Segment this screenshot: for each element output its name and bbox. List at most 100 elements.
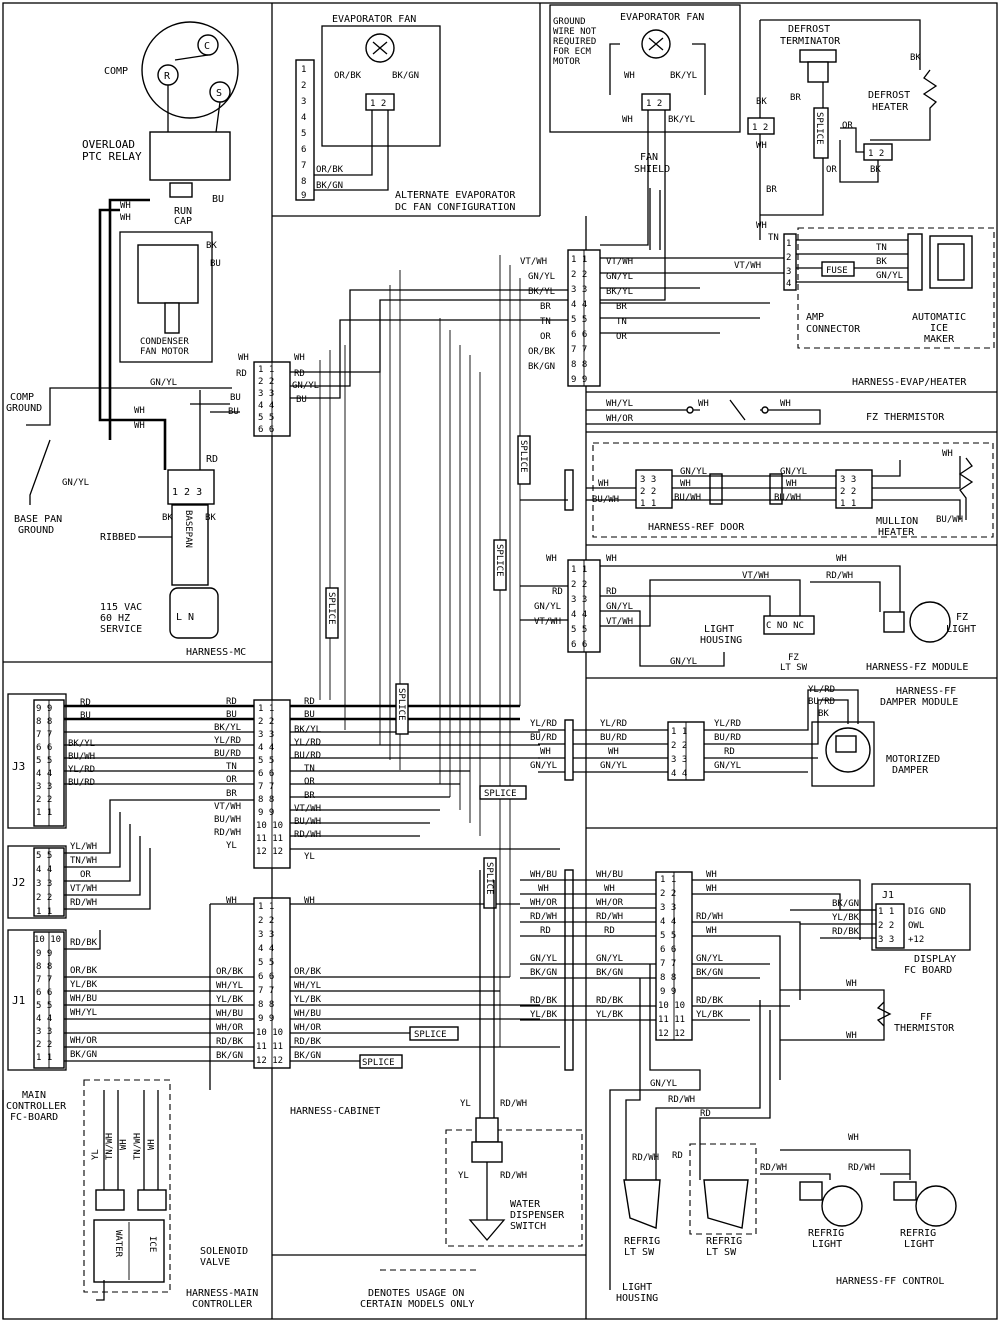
- wire-label: YL: [91, 1149, 101, 1160]
- ref-door-harness: 3 3 2 2 1 1 3 3 2 2 1 1 WH BU/WH GN/YL W…: [586, 442, 994, 538]
- svg-text:12 12: 12 12: [256, 1056, 283, 1066]
- wire-label: WH: [786, 479, 797, 489]
- run-cap-label-2: CAP: [174, 216, 192, 227]
- wire-label: WH: [134, 406, 145, 416]
- wire-label: BK/YL: [670, 71, 697, 81]
- svg-text:2 2: 2 2: [671, 741, 687, 751]
- wire-label: WH: [546, 554, 557, 564]
- svg-text:6 6: 6 6: [660, 945, 676, 955]
- wire-label: BU/WH: [294, 817, 321, 827]
- svg-text:C: C: [204, 41, 210, 52]
- fz-module-label: HARNESS-FZ MODULE: [866, 662, 968, 673]
- defrost-term-label-2: TERMINATOR: [780, 36, 841, 47]
- water-dispenser: YL RD/WH YL RD/WH WATER DISPENSER SWITCH: [445, 870, 583, 1247]
- wire-label: GN/YL: [600, 761, 627, 771]
- main-ctrl-label-2: CONTROLLER: [6, 1101, 67, 1112]
- wire-label: BR: [226, 789, 237, 799]
- svg-text:12 12: 12 12: [658, 1029, 685, 1039]
- wire-label: RD/WH: [530, 912, 557, 922]
- wire-label: GN/YL: [150, 378, 177, 388]
- svg-text:6 6: 6 6: [36, 988, 52, 998]
- wire-label: WH: [120, 201, 131, 211]
- svg-text:1 1: 1 1: [878, 907, 894, 917]
- fz-light-label-1: FZ: [956, 612, 968, 623]
- svg-text:1 1: 1 1: [36, 907, 52, 917]
- svg-text:8 8: 8 8: [258, 795, 274, 805]
- wire-label: YL/BK: [596, 1010, 624, 1020]
- wire-label: RD/WH: [214, 828, 241, 838]
- wire-label: TN: [304, 764, 315, 774]
- svg-text:3 3: 3 3: [571, 285, 587, 295]
- splice-label: SPLICE: [362, 1058, 395, 1068]
- svg-text:2: 2: [786, 253, 791, 263]
- wire-label: YL/BK: [70, 980, 98, 990]
- wire-label: WH: [119, 1139, 129, 1150]
- service-label-1: 115 VAC: [100, 602, 142, 613]
- evap-fan2-label: EVAPORATOR FAN: [620, 12, 704, 23]
- wire-label: YL/BK: [530, 1010, 558, 1020]
- fan-shield-label-1: FAN: [640, 152, 658, 163]
- wire-label: VT/WH: [294, 804, 321, 814]
- wire-label: BU/WH: [592, 495, 619, 505]
- wire-label: VT/WH: [606, 617, 633, 627]
- wire-label: VT/WH: [214, 802, 241, 812]
- svg-text:6: 6: [301, 145, 306, 155]
- note-line: GROUND: [553, 17, 586, 27]
- main-harness-label-2: CONTROLLER: [192, 1299, 253, 1310]
- wire-label: WH/OR: [294, 1023, 322, 1033]
- evap-9pin-connector: 1 1 2 2 3 3 4 4 5 5 6 6 7 7 8 8 9 9 VT/W…: [520, 249, 784, 387]
- svg-text:5 5: 5 5: [571, 625, 587, 635]
- wire-label: BR: [540, 302, 551, 312]
- svg-text:1: 1: [786, 239, 791, 249]
- svg-text:2 2: 2 2: [571, 580, 587, 590]
- ice-label-1: AUTOMATIC: [912, 312, 966, 323]
- mullion-label-1: MULLION: [876, 516, 918, 527]
- svg-text:1 2: 1 2: [752, 123, 768, 133]
- svg-text:9 9: 9 9: [258, 1014, 274, 1024]
- wire-label: RD/BK: [696, 996, 724, 1006]
- wire-label: WH/YL: [70, 1008, 97, 1018]
- wire-label: WH: [698, 399, 709, 409]
- wire-label: WH: [680, 479, 691, 489]
- wire-label: WH/OR: [70, 1036, 98, 1046]
- compressor-group: R C S COMP OVERLOAD PTC RELAY RUN CAP BU…: [6, 21, 246, 658]
- svg-text:6 6: 6 6: [571, 330, 587, 340]
- cnonc-label: C NO NC: [766, 621, 804, 631]
- wire-label: WH: [780, 399, 791, 409]
- condenser-label-2: FAN MOTOR: [140, 347, 189, 357]
- wire-label: WH: [846, 1031, 857, 1041]
- j3-label: J3: [12, 760, 25, 773]
- display-j1-label: J1: [882, 890, 894, 901]
- wire-label: BK/GN: [316, 181, 343, 191]
- wire-label: BR: [790, 93, 801, 103]
- svg-text:5 5: 5 5: [36, 756, 52, 766]
- wire-label: VT/WH: [606, 257, 633, 267]
- wire-label: OR: [842, 121, 853, 131]
- harness-ff-control-label: HARNESS-FF CONTROL: [836, 1276, 944, 1287]
- wire-label: GN/YL: [62, 478, 89, 488]
- wire-label: RD/BK: [216, 1037, 244, 1047]
- wire-label: OR: [826, 165, 837, 175]
- wire-label: WH/BU: [216, 1009, 243, 1019]
- svg-text:8 8: 8 8: [36, 717, 52, 727]
- svg-text:6 6: 6 6: [36, 743, 52, 753]
- svg-text:4 4: 4 4: [36, 1014, 52, 1024]
- svg-text:7 7: 7 7: [258, 986, 274, 996]
- wire-label: BK/YL: [528, 287, 555, 297]
- svg-text:4 4: 4 4: [571, 610, 587, 620]
- svg-text:2 2: 2 2: [36, 1040, 52, 1050]
- wire-label: YL/RD: [294, 738, 321, 748]
- ff-damper-label-1: HARNESS-FF: [896, 686, 956, 697]
- svg-text:7 7: 7 7: [571, 345, 587, 355]
- wire-label: TN: [768, 233, 779, 243]
- wire-label: BK/YL: [294, 725, 321, 735]
- overload-label-1: OVERLOAD: [82, 138, 135, 151]
- wire-label: VT/WH: [734, 261, 761, 271]
- wire-label: BU/RD: [714, 733, 741, 743]
- solenoid-valve: YL TN/WH WH TN/WH WH WATER ICE SOLENOID …: [83, 1079, 258, 1310]
- wire-label: TN: [226, 762, 237, 772]
- svg-text:3 3: 3 3: [571, 595, 587, 605]
- svg-text:2 2: 2 2: [258, 916, 274, 926]
- svg-text:4: 4: [786, 279, 791, 289]
- ff-thermistor: WH WH FF THERMISTOR: [780, 979, 955, 1041]
